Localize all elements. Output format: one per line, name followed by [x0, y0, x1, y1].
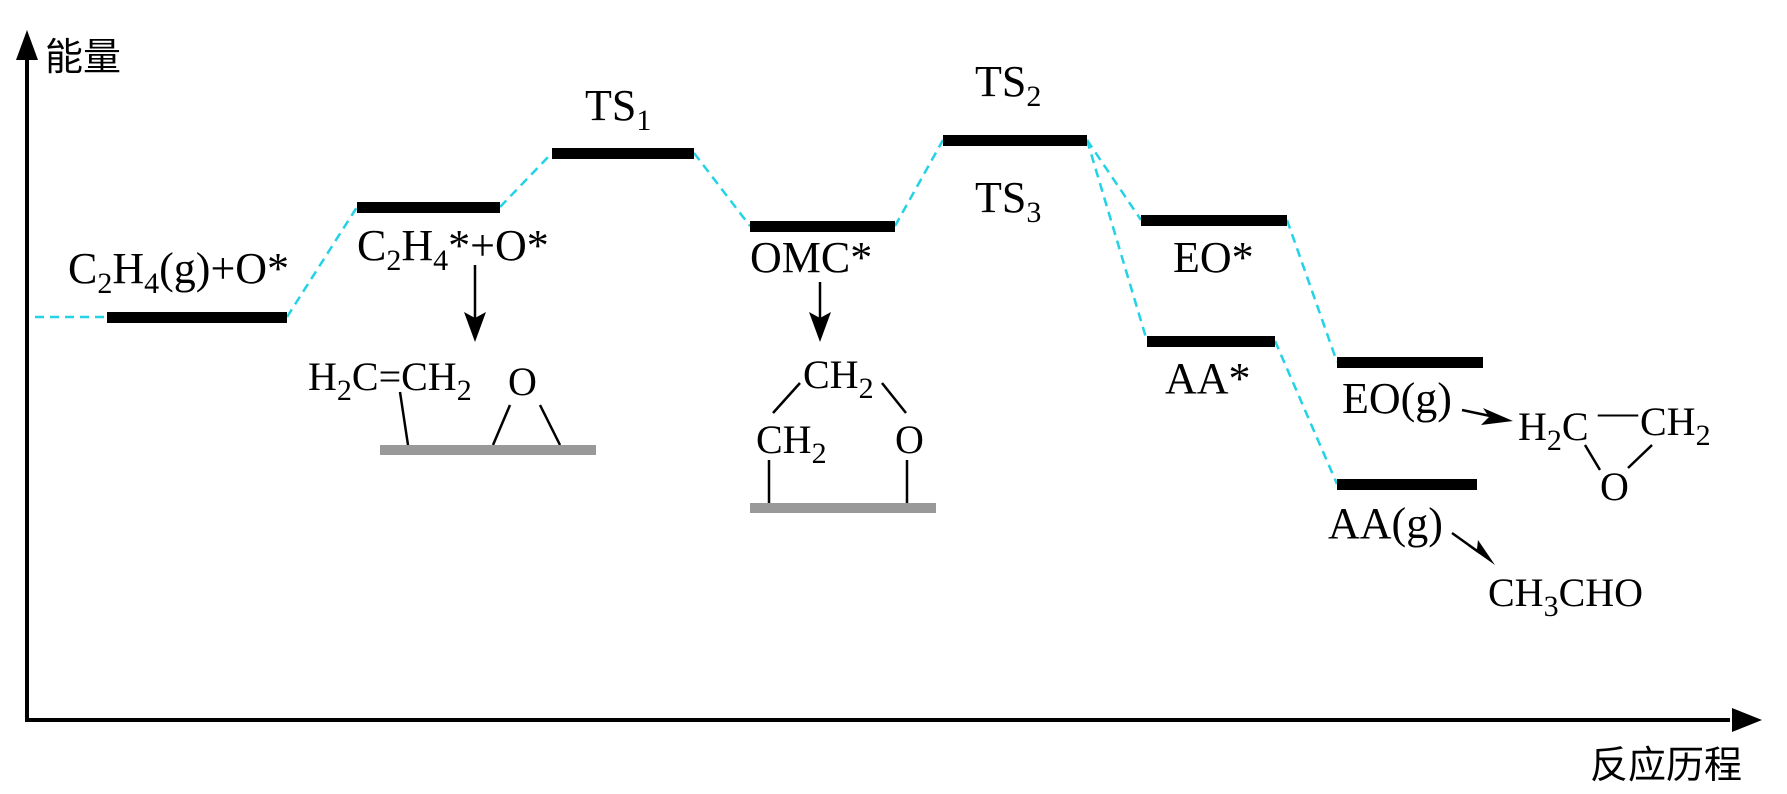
level-label-reactant: C2H4(g)+O* — [68, 244, 289, 300]
connectors — [35, 139, 1339, 485]
down-arrow-head-icon — [809, 312, 831, 342]
connector-adsorbed-ts1 — [499, 152, 553, 208]
ch2-formula: CH2 — [1640, 399, 1711, 452]
y-axis-label: 能量 — [45, 35, 121, 79]
level-label-adsorbed: C2H4*+O* — [357, 221, 549, 277]
axes: 能量 反应历程 — [16, 30, 1762, 787]
level-bar-ts1 — [552, 148, 694, 159]
level-bar-aa_gas — [1337, 479, 1477, 490]
connector-reactant-adsorbed — [285, 206, 359, 318]
bond-line — [881, 382, 907, 414]
level-bar-aa_ads — [1147, 336, 1275, 347]
bond-line — [1583, 444, 1602, 471]
right-arrow-head-icon — [1481, 408, 1513, 425]
epoxide-oxygen: O — [1600, 464, 1629, 509]
structure-aa: CH3CHO — [1451, 531, 1643, 623]
bond-line — [398, 391, 410, 446]
level-label-aa_gas: AA(g) — [1328, 499, 1443, 548]
structure-adsorbed: H2C=CH2 O — [308, 265, 596, 455]
connector-omc-ts23 — [893, 139, 945, 227]
level-bar-reactant — [107, 312, 287, 323]
x-axis-label: 反应历程 — [1590, 743, 1742, 787]
structure-eo: H2C — CH2 O — [1461, 389, 1711, 509]
h2c-formula: H2C — [1518, 404, 1589, 457]
x-axis-arrow-icon — [1732, 708, 1762, 732]
catalyst-surface — [380, 445, 596, 455]
level-label-ts-3: TS3 — [975, 173, 1041, 229]
level-bar-omc — [750, 221, 895, 232]
ethylene-formula: H2C=CH2 — [308, 354, 472, 407]
structure-omc: CH2 CH2 O — [750, 282, 936, 513]
level-label-ts1: TS1 — [585, 81, 651, 137]
level-label-ts-2: TS2 — [975, 57, 1041, 113]
connector-ts23-aa_ads — [1085, 139, 1149, 342]
down-arrow-head-icon — [464, 312, 486, 342]
bond-line — [772, 382, 801, 414]
single-bond: — — [1597, 389, 1639, 434]
bond-line — [491, 404, 512, 446]
connector-aa_ads-aa_gas — [1273, 340, 1339, 485]
diagonal-arrow-head-icon — [1468, 540, 1495, 565]
ch2-left: CH2 — [756, 417, 827, 470]
catalyst-surface — [750, 503, 936, 513]
level-bar-eo_ads — [1141, 215, 1287, 226]
level-label-eo_ads: EO* — [1173, 233, 1254, 282]
oxygen-atom: O — [895, 417, 924, 462]
level-bar-eo_gas — [1337, 357, 1483, 368]
oxygen-atom: O — [508, 359, 537, 404]
bond-line — [1627, 444, 1653, 469]
level-bar-adsorbed — [357, 202, 500, 213]
ch2-top: CH2 — [803, 352, 874, 405]
connector-eo_ads-eo_gas — [1285, 219, 1339, 363]
energy-levels — [107, 135, 1483, 490]
connector-ts23-eo_ads — [1085, 139, 1143, 221]
connector-ts1-omc — [693, 152, 751, 227]
level-bar-ts23 — [943, 135, 1087, 146]
y-axis-arrow-icon — [16, 30, 38, 60]
level-label-aa_ads: AA* — [1165, 354, 1251, 403]
level-label-eo_gas: EO(g) — [1342, 374, 1452, 423]
bond-line — [538, 404, 562, 446]
level-label-omc: OMC* — [750, 233, 872, 282]
acetaldehyde-formula: CH3CHO — [1488, 570, 1643, 623]
